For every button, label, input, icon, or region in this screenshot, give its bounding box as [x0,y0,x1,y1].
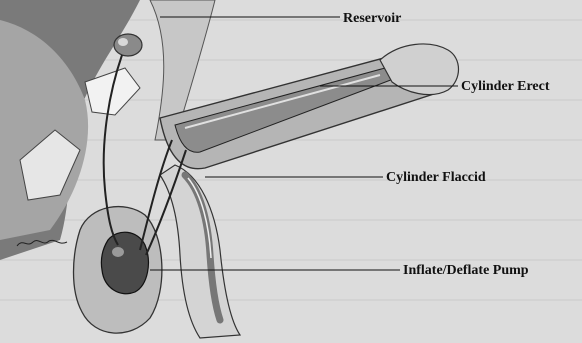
label-cylinder-flaccid: Cylinder Flaccid [386,171,486,185]
label-cylinder-erect: Cylinder Erect [461,80,550,94]
reservoir-highlight [118,38,128,46]
pump-highlight [112,247,124,257]
label-pump: Inflate/Deflate Pump [403,264,529,278]
label-reservoir: Reservoir [343,12,401,26]
artist-signature [15,236,75,250]
reservoir-balloon [114,34,142,56]
